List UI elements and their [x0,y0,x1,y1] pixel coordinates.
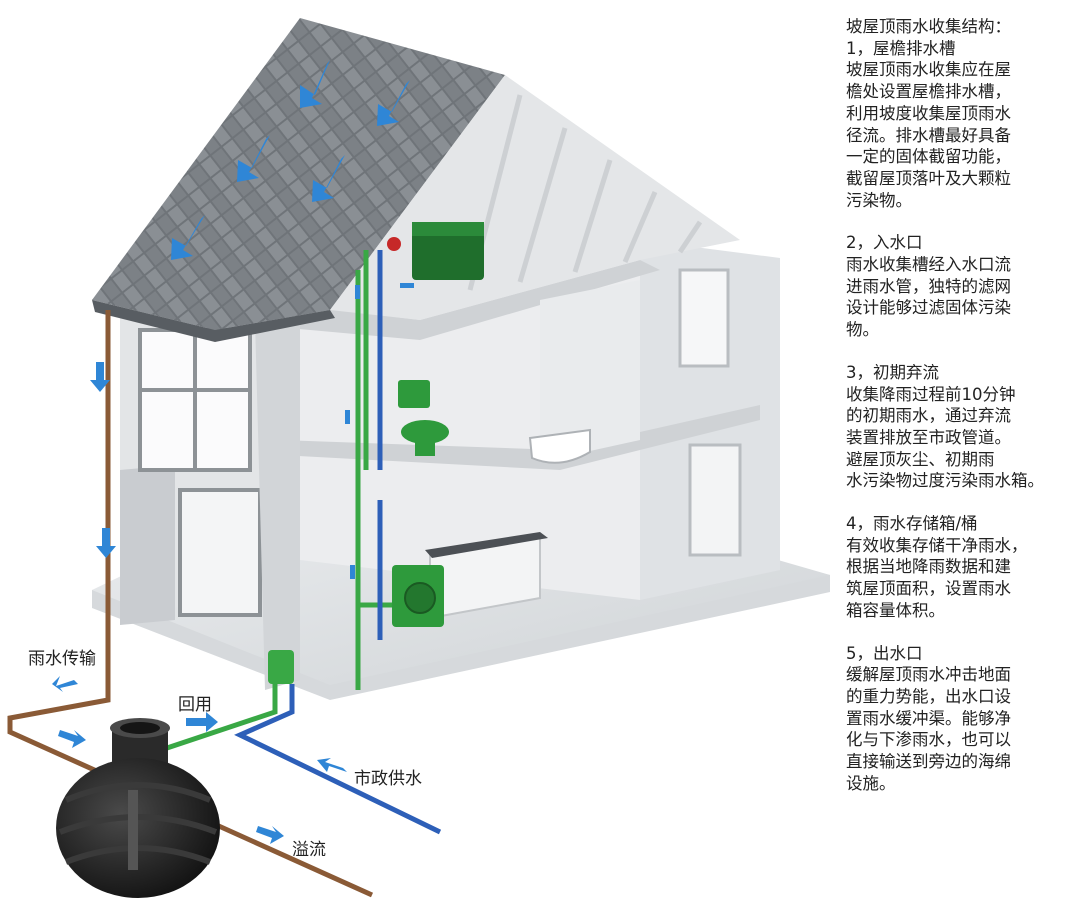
step-line: 置雨水缓冲渠。能够净 [846,708,1011,728]
reuse-pipe [154,684,278,755]
exterior-flow-arrows [52,362,347,844]
chimney-column [255,320,300,690]
description-step: 3，初期弃流收集降雨过程前10分钟的初期雨水，通过弃流装置排放至市政管道。避屋顶… [846,362,1076,492]
description-step: 4，雨水存储箱/桶有效收集存储干净雨水，根据当地降雨数据和建筑屋顶面积，设置雨水… [846,513,1076,622]
interior-flow-arrows [345,283,414,579]
label-overflow: 溢流 [292,840,326,860]
step-line: 设施。 [846,773,896,793]
middle-floor-slab [280,405,760,470]
description-panel: 坡屋顶雨水收集结构： 1，屋檐排水槽坡屋顶雨水收集应在屋檐处设置屋檐排水槽，利用… [846,16,1076,795]
first-flush-valve [387,237,401,251]
door-right-lower [688,443,742,557]
door-lower [178,488,262,617]
label-rain-transport: 雨水传输 [28,649,96,669]
step-heading: 5，出水口 [846,643,923,663]
description-steps: 1，屋檐排水槽坡屋顶雨水收集应在屋檐处设置屋檐排水槽，利用坡度收集屋顶雨水径流。… [846,38,1076,795]
step-line: 收集降雨过程前10分钟 [846,384,1016,404]
step-line: 檐处设置屋檐排水槽， [846,82,1011,102]
window-right-upper [678,268,730,368]
step-line: 径流。排水槽最好具备 [846,125,1011,145]
brick-corner [120,465,175,625]
step-line: 截留屋顶落叶及大颗粒 [846,168,1011,188]
bathtub [528,428,591,464]
step-line: 装置排放至市政管道。 [846,427,1011,447]
roof-shingles [92,18,505,330]
step-line: 有效收集存储干净雨水， [846,535,1028,555]
municipal-pipe [234,684,442,835]
step-line: 避屋顶灰尘、初期雨 [846,449,995,469]
step-line: 坡屋顶雨水收集应在屋 [846,60,1011,80]
step-line: 水污染物过度污染雨水箱。 [846,471,1044,491]
step-line: 的初期雨水，通过弃流 [846,406,1011,426]
step-heading: 2，入水口 [846,233,923,253]
step-line: 污染物。 [846,190,912,210]
step-line: 的重力势能，出水口设 [846,686,1011,706]
inlet-filter-lid [412,222,484,236]
roof-flow-arrows [171,60,410,260]
step-line: 筑屋顶面积，设置雨水 [846,579,1011,599]
label-reuse: 回用 [178,695,212,715]
step-line: 雨水收集槽经入水口流 [846,255,1011,275]
step-line: 直接输送到旁边的海绵 [846,752,1011,772]
step-line: 一定的固体截留功能， [846,147,1011,167]
inlet-filter-box [412,222,484,280]
toilet [398,380,449,456]
step-line: 箱容量体积。 [846,600,945,620]
step-line: 进雨水管，独特的滤网 [846,276,1011,296]
description-step: 2，入水口雨水收集槽经入水口流进雨水管，独特的滤网设计能够过滤固体污染物。 [846,232,1076,341]
roof-edge [92,300,335,342]
washing-machine-door [404,582,436,614]
description-title: 坡屋顶雨水收集结构： [846,17,1011,36]
kitchen-countertop [425,532,548,558]
step-heading: 1，屋檐排水槽 [846,38,956,58]
interior-pipes [355,250,420,690]
step-line: 物。 [846,320,879,340]
description-step: 1，屋檐排水槽坡屋顶雨水收集应在屋檐处设置屋檐排水槽，利用坡度收集屋顶雨水径流。… [846,38,1076,212]
step-heading: 4，雨水存储箱/桶 [846,514,978,534]
step-line: 根据当地降雨数据和建 [846,557,1011,577]
step-line: 化与下渗雨水，也可以 [846,730,1011,750]
partition-wall [540,280,640,462]
pipe-stub [268,650,294,684]
step-line: 缓解屋顶雨水冲击地面 [846,665,1011,685]
house-rainwater-illustration [7,18,830,898]
step-line: 设计能够过滤固体污染 [846,298,1011,318]
step-heading: 3，初期弃流 [846,362,939,382]
rainwater-storage-tank [56,718,220,898]
description-step: 5，出水口缓解屋顶雨水冲击地面的重力势能，出水口设置雨水缓冲渠。能够净化与下渗雨… [846,643,1076,795]
label-municipal-supply: 市政供水 [354,769,422,789]
step-line: 利用坡度收集屋顶雨水 [846,103,1011,123]
